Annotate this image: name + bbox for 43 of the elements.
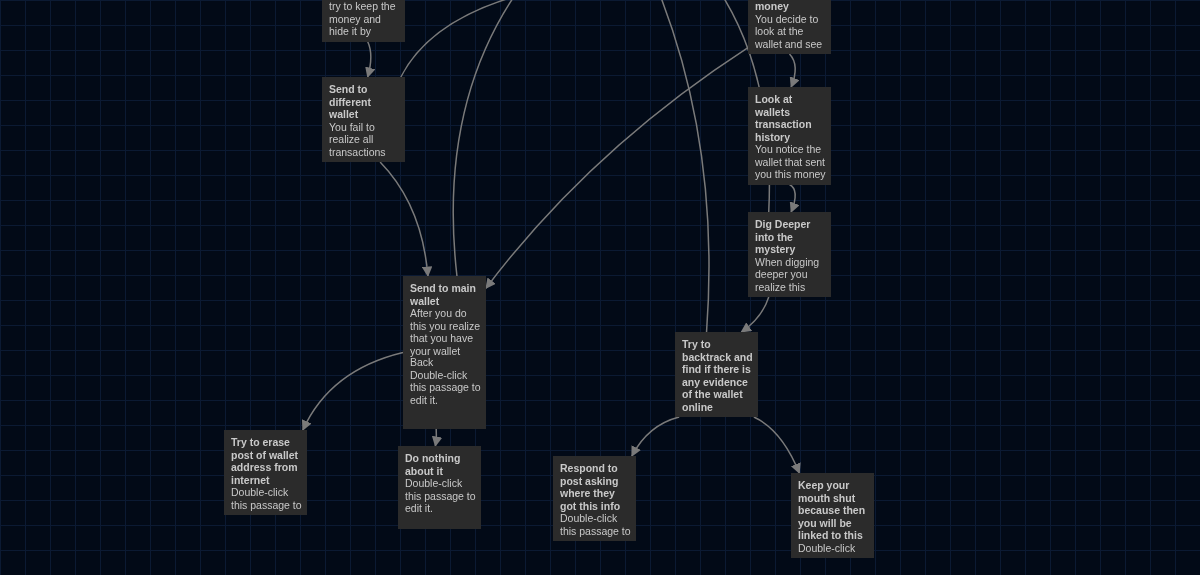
passage-card bbox=[322, 77, 405, 162]
passage-title: Do nothing about it bbox=[405, 452, 462, 477]
arrow bbox=[379, 161, 433, 278]
passage-title: Send to main wallet bbox=[410, 282, 477, 307]
passage-card bbox=[748, 0, 831, 54]
passage-card bbox=[675, 332, 758, 417]
arrow bbox=[788, 183, 800, 213]
passage-card bbox=[398, 446, 481, 529]
arrow bbox=[631, 416, 680, 457]
passage-card bbox=[748, 87, 831, 185]
passage-title: Keep your mouth shut because then you will be linked to this bbox=[798, 479, 867, 542]
passage-card bbox=[403, 276, 486, 429]
passage-text: Double-click this passage to edit it. bbox=[410, 368, 482, 406]
passage-card bbox=[553, 456, 636, 541]
passage-card bbox=[322, 0, 405, 42]
arrow bbox=[740, 296, 770, 333]
passage-title: Send to different wallet bbox=[329, 83, 372, 121]
passage-text: You decide to look at the wallet and see bbox=[755, 12, 824, 50]
passage-card bbox=[748, 212, 831, 297]
passage-card bbox=[791, 473, 874, 558]
arrow bbox=[302, 351, 404, 431]
passage-title: Dig Deeper into the mystery bbox=[755, 218, 812, 256]
arrow bbox=[431, 428, 443, 448]
passage-title: Look at wallets transaction history bbox=[755, 93, 813, 143]
arrow bbox=[788, 53, 800, 88]
arrow bbox=[485, 46, 749, 290]
passage-title: Try to erase post of wallet address from internet bbox=[231, 436, 300, 486]
passage-card bbox=[224, 430, 307, 515]
passage-title: money bbox=[755, 0, 790, 13]
passage-text: Double-click this passage to bbox=[560, 512, 632, 537]
passage-text: After you do this you realize that you have your wallet bbox=[410, 307, 482, 357]
passage-title: Try to backtrack and find if there is any evidence of the wallet online bbox=[682, 338, 754, 413]
arrow bbox=[753, 416, 801, 474]
passage-title: Respond to post asking where they got this info bbox=[560, 462, 622, 512]
passage-text: Back bbox=[410, 356, 435, 369]
passage-text: Double-click this passage to edit it. bbox=[405, 477, 477, 515]
passage-text: When digging deeper you realize this bbox=[755, 255, 821, 293]
passage-text: Double-click this passage to bbox=[231, 486, 303, 511]
passage-text: try to keep the money and hide it by bbox=[329, 0, 397, 38]
arrow bbox=[365, 40, 376, 78]
passage-text: You notice the wallet that sent you this money bbox=[755, 143, 827, 181]
passage-text: You fail to realize all transactions bbox=[329, 120, 387, 158]
passage-text: Double-click bbox=[798, 541, 857, 554]
